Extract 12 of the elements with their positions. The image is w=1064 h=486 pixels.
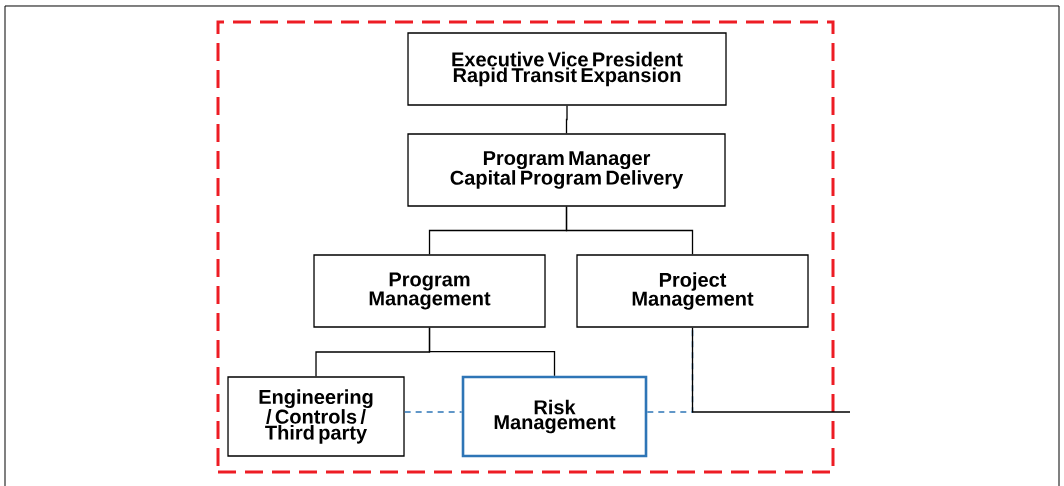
connector-line <box>565 206 694 255</box>
connector-line <box>428 327 556 377</box>
role-box: Executive Vice President Rapid Transit Expansion <box>407 32 727 106</box>
group-frame <box>216 20 835 474</box>
role-box: Program Manager Capital Program Delivery <box>407 133 726 207</box>
connector-line <box>691 327 851 413</box>
risk-box: Risk Management <box>461 375 648 458</box>
connector-line <box>403 411 463 413</box>
connector-line <box>565 105 568 134</box>
role-box: Program Management <box>313 254 546 328</box>
role-box: Project Management <box>576 254 809 328</box>
role-box: Engineering / Controls / Third party <box>227 376 405 457</box>
